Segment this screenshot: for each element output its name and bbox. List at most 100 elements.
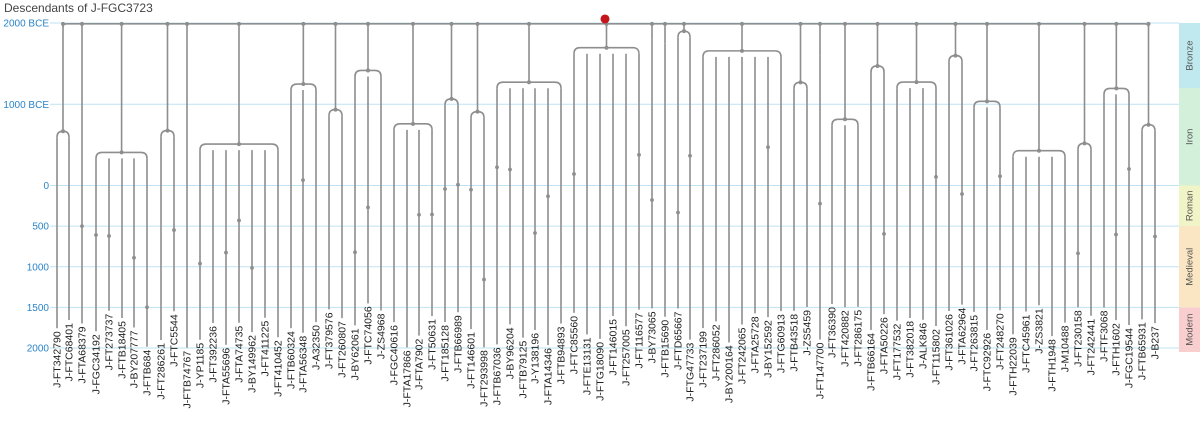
leaf-label[interactable]: J-FTE13131 [582,337,594,395]
split-node[interactable] [740,48,744,53]
intermediate-node[interactable] [688,153,692,158]
clade-node[interactable] [663,21,667,26]
leaf-label[interactable]: J-FT420882 [840,310,852,367]
leaf-label[interactable]: J-FTB43518 [789,314,801,372]
clade-node[interactable] [61,21,65,26]
leaf-label[interactable]: J-FTB74767 [182,351,194,409]
clade-node[interactable] [843,21,847,26]
leaf-label[interactable]: J-BY207777 [129,330,141,388]
leaf-label[interactable]: J-FTG47733 [685,342,697,401]
leaf-label[interactable]: J-FTA68379 [77,326,89,383]
split-node[interactable] [527,80,531,85]
leaf-label[interactable]: J-BY149962 [247,335,259,393]
split-node[interactable] [61,129,65,134]
leaf-label[interactable]: J-FT36390 [827,307,839,358]
intermediate-node[interactable] [676,210,680,215]
clade-node[interactable] [411,21,415,26]
leaf-label[interactable]: J-FTA7902 [414,339,426,390]
clade-node[interactable] [119,21,124,26]
clade-node[interactable] [1146,21,1151,26]
leaf-label[interactable]: J-FTA55696 [221,348,233,405]
clade-node[interactable] [165,21,170,26]
intermediate-node[interactable] [469,187,473,192]
intermediate-node[interactable] [301,178,305,183]
intermediate-node[interactable] [353,250,357,255]
leaf-label[interactable]: J-FT379576 [324,312,336,369]
leaf-label[interactable]: J-BY62061 [350,328,362,380]
leaf-label[interactable]: J-FT273737 [104,314,116,371]
leaf-label[interactable]: J-FT260807 [337,321,349,378]
leaf-label[interactable]: J-BY152592 [763,320,775,378]
leaf-label[interactable]: J-FT342790 [52,331,64,388]
clade-node[interactable] [875,21,880,26]
split-node[interactable] [1082,141,1087,146]
leaf-label[interactable]: J-FT410452 [273,340,285,397]
leaf-label[interactable]: J-FTB94893 [556,326,568,384]
clade-node[interactable] [1037,21,1041,26]
leaf-label[interactable]: J-FTC74056 [363,306,375,365]
split-node[interactable] [411,121,415,126]
leaf-label[interactable]: J-FTB60324 [286,331,298,389]
leaf-label[interactable]: J-FT50631 [427,319,439,370]
leaf-label[interactable]: J-FT177532 [892,323,904,380]
intermediate-node[interactable] [366,205,370,210]
leaf-label[interactable]: J-FT263815 [969,315,981,372]
intermediate-node[interactable] [94,233,98,237]
leaf-label[interactable]: J-FT146601 [466,332,478,389]
leaf-label[interactable]: J-FTC92926 [982,333,994,392]
leaf-label[interactable]: J-B237 [1150,326,1162,359]
leaf-label[interactable]: J-ZS4968 [376,313,388,359]
clade-node[interactable] [650,21,654,26]
leaf-label[interactable]: J-FTA14346 [543,348,555,405]
leaf-label[interactable]: J-FTA50226 [879,317,891,374]
clade-node[interactable] [475,21,480,26]
clade-node[interactable] [366,21,370,26]
leaf-label[interactable]: J-YP1185 [195,343,207,388]
leaf-label[interactable]: J-FGC40616 [389,325,401,385]
clade-node[interactable] [333,21,338,26]
intermediate-node[interactable] [508,167,512,172]
split-node[interactable] [1146,122,1151,127]
intermediate-node[interactable] [107,234,111,238]
split-node[interactable] [475,109,480,114]
leaf-label[interactable]: J-FT392236 [208,326,220,383]
intermediate-node[interactable] [80,224,84,228]
intermediate-node[interactable] [237,218,241,223]
leaf-label[interactable]: J-FT237199 [698,331,710,388]
leaf-label[interactable]: J-FT115802 [931,329,943,385]
leaf-label[interactable]: J-FTB79125 [518,341,530,399]
intermediate-node[interactable] [546,194,550,199]
intermediate-node[interactable] [572,172,576,176]
leaf-label[interactable]: J-FT286052 [711,324,723,381]
leaf-label[interactable]: J-BY200164 [724,345,736,403]
clade-node[interactable] [301,21,306,26]
intermediate-node[interactable] [1076,251,1080,256]
intermediate-node[interactable] [198,261,202,266]
leaf-label[interactable]: J-Y138196 [530,333,542,384]
leaf-label[interactable]: J-ALK846 [918,323,930,369]
intermediate-node[interactable] [960,192,964,196]
leaf-label[interactable]: J-FTA62964 [957,307,969,364]
intermediate-node[interactable] [766,145,770,150]
split-node[interactable] [798,80,803,85]
clade-node[interactable] [682,21,686,26]
intermediate-node[interactable] [637,152,641,157]
split-node[interactable] [333,107,338,112]
intermediate-node[interactable] [882,231,886,236]
leaf-label[interactable]: J-FTD65667 [673,311,685,370]
clade-node[interactable] [185,21,189,26]
leaf-label[interactable]: J-FTA17866 [402,350,414,407]
intermediate-node[interactable] [1127,167,1131,171]
intermediate-node[interactable] [132,255,136,260]
split-node[interactable] [985,99,989,104]
leaf-label[interactable]: J-M10488 [1060,325,1072,372]
leaf-label[interactable]: J-FGC34192 [91,334,103,394]
intermediate-node[interactable] [172,228,176,232]
leaf-label[interactable]: J-FT411225 [260,321,272,377]
split-node[interactable] [1114,86,1119,91]
intermediate-node[interactable] [1114,232,1118,237]
clade-node[interactable] [80,21,84,26]
leaf-label[interactable]: J-FT293998 [479,350,491,407]
leaf-label[interactable]: J-FTB66164 [866,333,878,391]
